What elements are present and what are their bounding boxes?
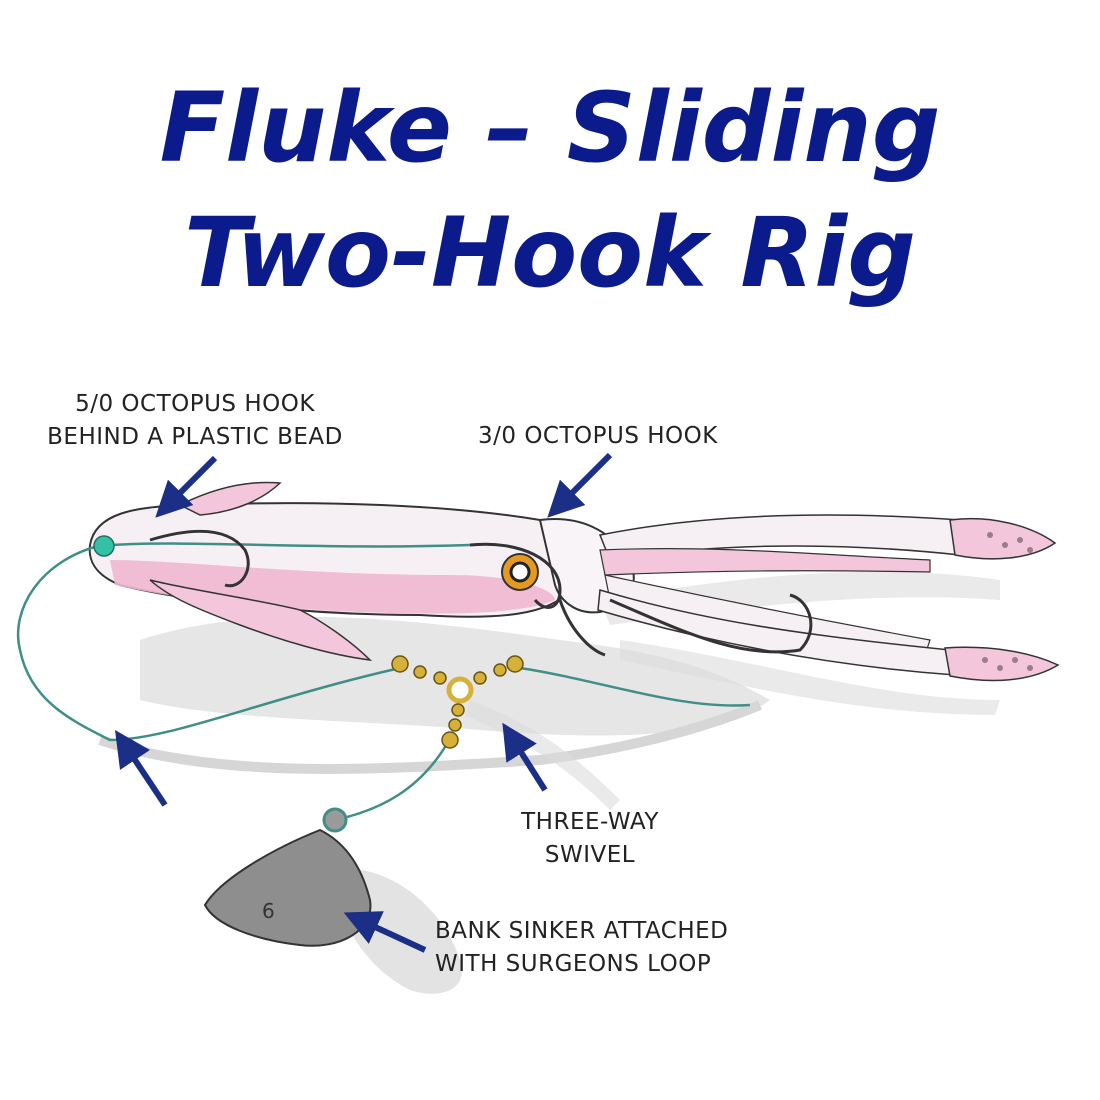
label-3-0-hook: 3/0 OCTOPUS HOOK: [478, 420, 718, 453]
squid-fin-top: [178, 481, 282, 516]
tentacle-shadow-2: [620, 640, 1000, 715]
label-three-way-swivel: THREE-WAY SWIVEL: [500, 806, 680, 872]
tentacle-6: [558, 599, 606, 657]
plastic-bead: [93, 535, 115, 557]
title-line-2: Two-Hook Rig: [184, 197, 916, 309]
three-way-swivel: [391, 655, 524, 749]
label-bank-sinker: BANK SINKER ATTACHED WITH SURGEONS LOOP: [435, 915, 728, 981]
label-5-0-hook-line-2: BEHIND A PLASTIC BEAD: [47, 424, 343, 450]
tentacle-5: [609, 593, 813, 654]
arrow-5-0-hook: [155, 455, 218, 518]
label-3-0-hook-line-1: 3/0 OCTOPUS HOOK: [478, 423, 718, 449]
arrow-group: [115, 452, 613, 953]
hook-3-0: [469, 542, 562, 609]
squid-eye-inner: [509, 561, 531, 583]
sinker-mark: 6: [262, 899, 275, 923]
squid-shadow: [140, 616, 770, 736]
bank-sinker: 6: [203, 807, 372, 947]
tentacle-2: [599, 548, 931, 576]
label-5-0-hook: 5/0 OCTOPUS HOOK BEHIND A PLASTIC BEAD: [25, 388, 365, 454]
line-along-squid: [109, 542, 471, 548]
sinker-eye: [322, 807, 348, 833]
label-5-0-hook-line-1: 5/0 OCTOPUS HOOK: [75, 391, 315, 417]
line-shadow: [98, 700, 762, 774]
arrow-sinker: [343, 911, 427, 953]
label-swivel-line-2: SWIVEL: [544, 842, 636, 868]
label-swivel-line-1: THREE-WAY: [521, 809, 659, 835]
hook-5-0: [149, 529, 250, 588]
squid-fin-bottom: [149, 579, 373, 662]
line-loop-left: [16, 543, 401, 742]
title-line-1: Fluke – Sliding: [159, 72, 941, 184]
tentacle-club-2: [944, 646, 1060, 682]
line-to-sinker: [334, 741, 450, 822]
arrow-swivel: [502, 722, 548, 792]
tentacle-club-1: [949, 517, 1057, 560]
fishing-line: [16, 542, 751, 822]
arrow-3-0-hook: [547, 452, 613, 518]
line-to-swivel-right: [519, 666, 751, 707]
arrow-loop: [115, 730, 168, 807]
label-sinker-line-2: WITH SURGEONS LOOP: [435, 951, 712, 977]
club-dots: [982, 532, 1033, 671]
sinker-body: [203, 828, 372, 947]
label-sinker-line-1: BANK SINKER ATTACHED: [435, 918, 729, 944]
